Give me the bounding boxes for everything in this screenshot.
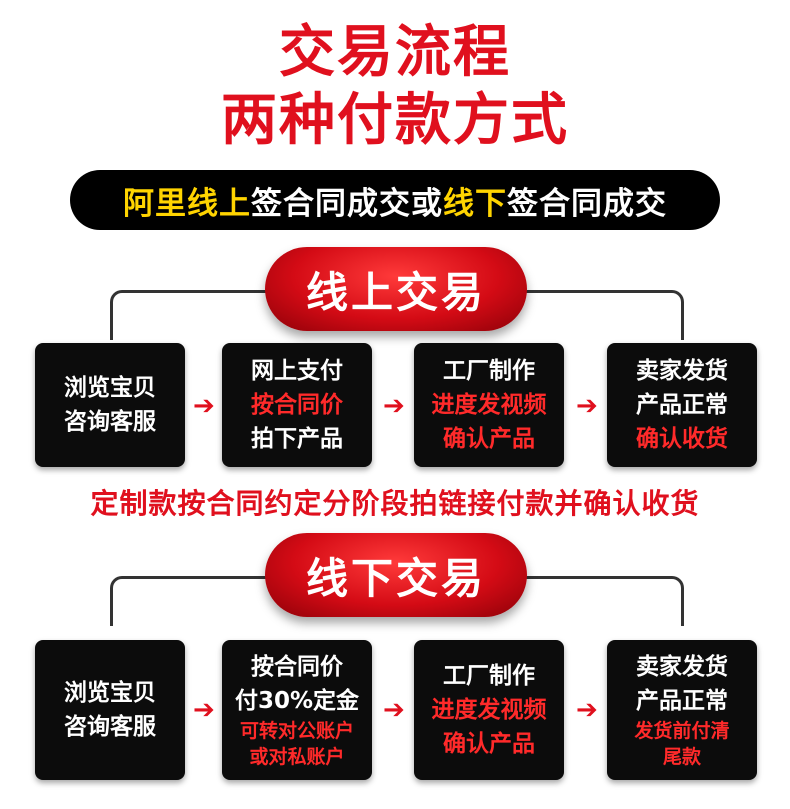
step-line: 付30%定金: [234, 688, 360, 714]
online-trade-label: 线上交易: [265, 247, 527, 331]
online-step-1: 浏览宝贝咨询客服: [35, 343, 185, 467]
step-line: 进度发视频: [431, 697, 547, 723]
step-line: 咨询客服: [64, 714, 156, 740]
step-line: 咨询客服: [64, 409, 156, 435]
step-line: 浏览宝贝: [64, 375, 156, 401]
offline-trade-label: 线下交易: [265, 533, 527, 617]
step-line: 工厂制作: [443, 358, 535, 384]
arrow-right-icon: ➔: [383, 695, 405, 725]
arrow-right-icon: ➔: [193, 695, 215, 725]
step-line: 确认收货: [636, 426, 728, 452]
offline-step-2: 按合同价付30%定金可转对公账户或对私账户: [222, 640, 372, 780]
step-line: 拍下产品: [251, 426, 343, 452]
payment-methods-banner: 阿里线上 签合同成交或 线下 签合同成交: [70, 170, 720, 230]
arrow-right-icon: ➔: [576, 695, 598, 725]
arrow-right-icon: ➔: [383, 391, 405, 421]
step-line: 按合同价: [251, 654, 343, 680]
banner-part-offline: 线下: [443, 185, 507, 222]
banner-part-contract: 签合同成交: [507, 185, 667, 222]
arrow-right-icon: ➔: [193, 391, 215, 421]
step-line: 进度发视频: [431, 392, 547, 418]
banner-part-online: 阿里线上: [123, 185, 251, 222]
custom-order-note: 定制款按合同约定分阶段拍链接付款并确认收货: [90, 487, 700, 520]
banner-part-contract-or: 签合同成交或: [251, 185, 443, 222]
step-line: 工厂制作: [443, 663, 535, 689]
online-step-2: 网上支付按合同价拍下产品: [222, 343, 372, 467]
step-line: 发货前付清: [634, 720, 730, 742]
step-line: 或对私账户: [249, 746, 345, 768]
arrow-right-icon: ➔: [576, 391, 598, 421]
step-line: 产品正常: [636, 688, 728, 714]
offline-step-1: 浏览宝贝咨询客服: [35, 640, 185, 780]
step-line: 尾款: [662, 746, 701, 768]
title-line-2: 两种付款方式: [221, 88, 569, 153]
step-line: 产品正常: [636, 392, 728, 418]
step-line: 网上支付: [251, 358, 343, 384]
title-line-1: 交易流程: [279, 20, 511, 85]
offline-step-4: 卖家发货产品正常发货前付清尾款: [607, 640, 757, 780]
offline-step-3: 工厂制作进度发视频确认产品: [414, 640, 564, 780]
step-line: 卖家发货: [636, 358, 728, 384]
step-line: 卖家发货: [636, 654, 728, 680]
step-line: 可转对公账户: [239, 720, 354, 742]
step-line: 按合同价: [251, 392, 343, 418]
step-line: 确认产品: [443, 426, 535, 452]
online-step-4: 卖家发货产品正常确认收货: [607, 343, 757, 467]
online-step-3: 工厂制作进度发视频确认产品: [414, 343, 564, 467]
step-line: 确认产品: [443, 731, 535, 757]
step-line: 浏览宝贝: [64, 680, 156, 706]
